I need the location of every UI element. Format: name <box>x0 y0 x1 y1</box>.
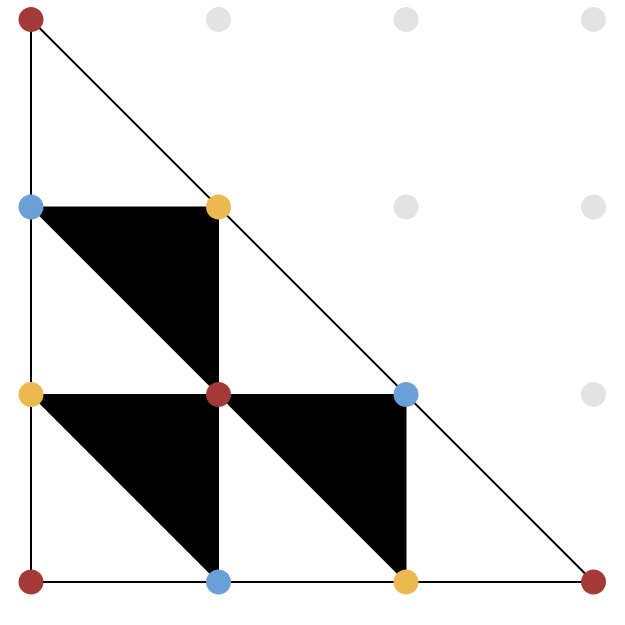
inactive-points <box>206 7 606 407</box>
vertex-red <box>581 569 606 595</box>
vertex-red <box>18 7 44 32</box>
vertex-red <box>206 382 231 407</box>
vertex-yellow <box>393 569 419 595</box>
inactive-point <box>206 7 231 32</box>
filled-triangle-3 <box>217 394 407 584</box>
boundary-edges <box>30 18 595 583</box>
edge-3 <box>30 18 595 583</box>
colored-vertices <box>18 7 606 595</box>
vertex-blue <box>18 194 44 220</box>
vertex-red <box>18 569 44 595</box>
inactive-point <box>581 382 606 407</box>
vertex-blue <box>206 569 231 595</box>
filled-triangle-1 <box>29 206 219 396</box>
vertex-blue <box>393 382 419 407</box>
inactive-point <box>393 7 419 32</box>
vertex-yellow <box>206 194 231 220</box>
inactive-point <box>393 194 419 220</box>
inactive-point <box>581 194 606 220</box>
filled-triangle-2 <box>29 394 219 584</box>
filled-triangles <box>29 206 407 584</box>
inactive-point <box>581 7 606 32</box>
vertex-yellow <box>18 382 44 407</box>
